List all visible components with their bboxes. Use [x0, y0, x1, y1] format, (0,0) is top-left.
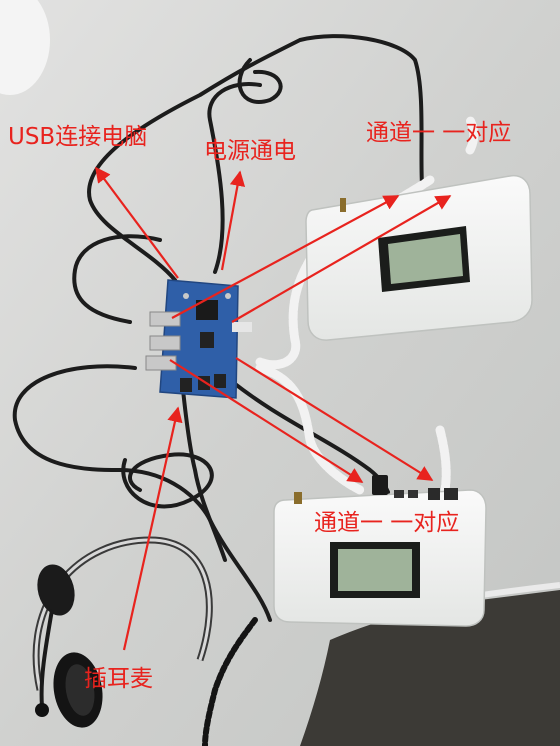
headset-icon [32, 536, 213, 728]
label-channel-bottom: 通道一 一对应 [314, 510, 460, 536]
arrow-icon [169, 359, 364, 483]
antenna-icon [340, 198, 346, 212]
arrow-icon [95, 166, 179, 279]
label-usb-pc: USB连接电脑 [8, 124, 148, 150]
arrow-icon [231, 195, 452, 323]
cables [12, 34, 424, 622]
light-glare [0, 0, 50, 95]
arrow-icon [122, 406, 183, 651]
circuit-board [145, 279, 252, 399]
label-headset: 插耳麦 [84, 666, 153, 692]
device-top [305, 174, 533, 341]
arrow-icon [220, 170, 246, 271]
label-power: 电源通电 [204, 138, 296, 164]
arrow-icon [171, 195, 400, 319]
annotation-arrows [95, 166, 452, 651]
label-channel-top: 通道一 一对应 [366, 120, 512, 146]
floor-shadow [300, 590, 560, 746]
phone-cord-icon [202, 617, 258, 746]
device-bottom [273, 475, 487, 627]
usb-plug-icon [372, 475, 388, 495]
arrow-icon [235, 357, 434, 481]
